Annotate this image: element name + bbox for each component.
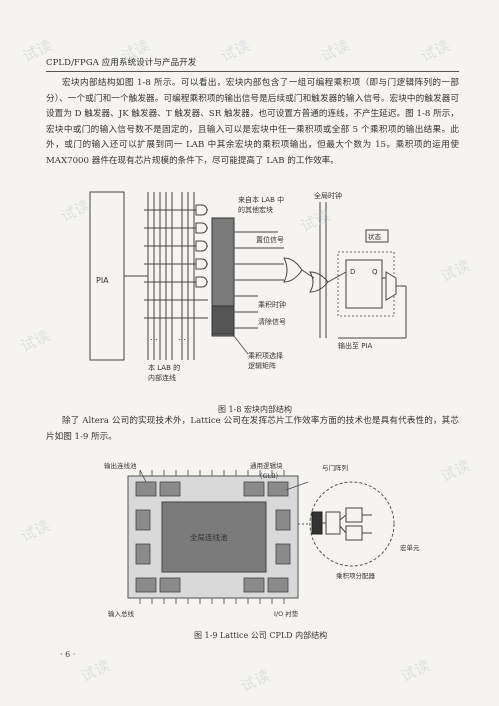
local-interconnect-label: 本 LAB 的 <box>148 363 180 372</box>
figure-macrocell-structure: PIA <box>89 191 407 382</box>
product-select-label: 乘积项选择 <box>248 351 283 360</box>
page-number: · 6 · <box>60 650 76 659</box>
glb-blocks <box>135 481 291 593</box>
figure-lattice-cpld: 全局连线池 输出连线池 通用逻辑块 （GLB） 与门阵列 宏单元 乘积项分配器 … <box>104 461 420 618</box>
watermark: 试读 <box>317 36 353 66</box>
macrocell-label: 宏单元 <box>400 543 420 552</box>
status-label: 状态 <box>368 232 382 241</box>
from-other-macro-label-2: 的其他宏块 <box>238 205 273 214</box>
xor-gate <box>309 271 329 293</box>
running-header: CPLD/FPGA 应用系统设计与产品开发 <box>46 58 197 68</box>
flip-flop <box>345 259 383 309</box>
output-routing-label: 输出连线池 <box>104 461 137 470</box>
input-bus-label: 输入总线 <box>108 609 135 618</box>
paragraph-lattice: 除了 Altera 公司的实现技术外，Lattice 公司在发挥芯片工作效率方面… <box>46 416 459 442</box>
watermark: 试读 <box>437 456 473 486</box>
watermark: 试读 <box>217 36 253 66</box>
global-routing-label: 全局连线池 <box>190 532 228 542</box>
svg-text:…: … <box>150 333 158 342</box>
paragraph-macrocell: 宏块内部结构如图 1-8 所示。可以看出，宏块内部包含了一组可编程乘积项（即与门… <box>46 78 459 166</box>
local-bus-lines <box>147 192 195 360</box>
header-rule <box>46 71 459 72</box>
watermark: 试读 <box>237 666 273 696</box>
local-interconnect-label-2: 内部连线 <box>148 373 176 382</box>
chip-pins <box>139 470 285 604</box>
io-cells-label: I/O 衬垫 <box>274 609 299 618</box>
watermark: 试读 <box>437 256 473 286</box>
from-other-macro-label: 来自本 LAB 中 <box>238 195 284 204</box>
output-mux <box>385 271 397 301</box>
or-gate <box>283 257 303 283</box>
pia-block <box>89 191 125 361</box>
set-signal-label: 置位信号 <box>256 235 284 244</box>
global-routing-pool <box>161 501 267 573</box>
output-to-pia-label: 输出至 PIA <box>338 341 373 350</box>
glb-label-2: （GLB） <box>256 472 282 480</box>
watermark: 试读 <box>397 656 433 686</box>
and-array-block <box>311 511 323 535</box>
clear-signal-label: 清除信号 <box>258 317 286 326</box>
product-alloc-label: 乘积项分配器 <box>336 571 376 580</box>
global-clock-label: 全局时钟 <box>314 191 342 200</box>
svg-text:…: … <box>178 333 186 342</box>
clear-clock-label: 乘积时钟 <box>258 300 286 309</box>
pia-label: PIA <box>96 276 109 285</box>
figure1-caption: 图 1-8 宏块内部结构 <box>218 405 292 414</box>
watermark: 试读 <box>77 656 113 686</box>
figure2-caption: 图 1-9 Lattice 公司 CPLD 内部结构 <box>194 631 328 640</box>
watermark: 试读 <box>17 326 53 356</box>
watermark: 试读 <box>417 36 453 66</box>
zoom-circle <box>309 481 395 567</box>
watermark: 试读 <box>17 516 53 546</box>
ff-q-label: Q <box>372 268 378 276</box>
and-array-label: 与门阵列 <box>322 463 348 472</box>
product-select-label-2: 逻辑矩阵 <box>248 361 276 370</box>
glb-label: 通用逻辑块 <box>250 461 283 470</box>
ff-d-label: D <box>350 268 355 276</box>
and-gates <box>195 204 208 288</box>
